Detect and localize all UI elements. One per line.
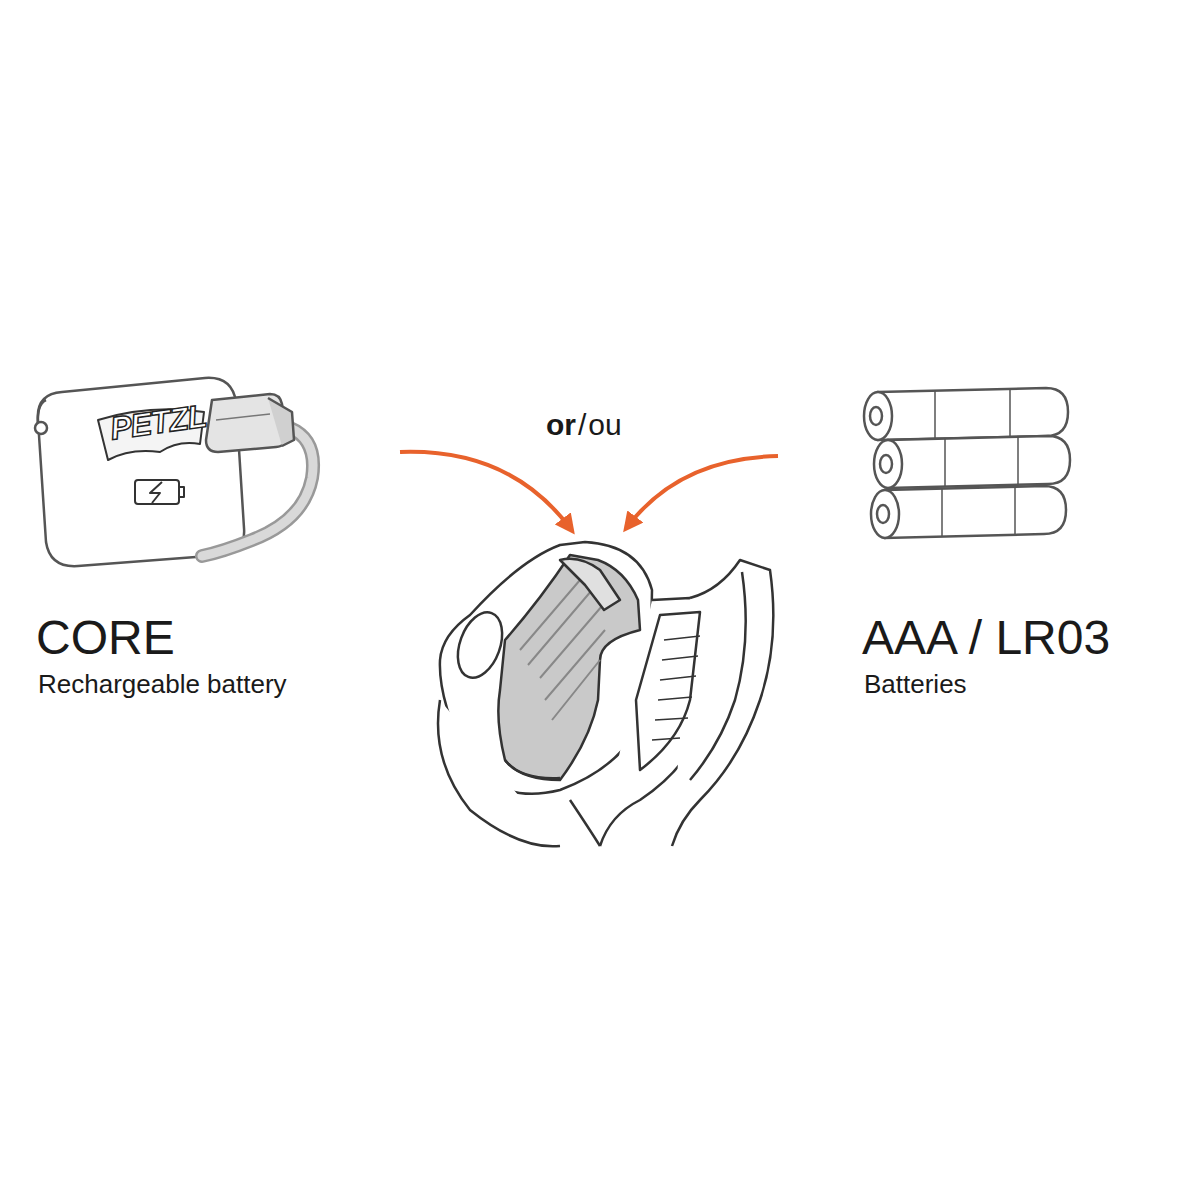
product-name: AAA / LR03 bbox=[862, 612, 1110, 665]
product-desc: Rechargeable battery bbox=[38, 670, 287, 699]
arrow bbox=[628, 456, 778, 526]
arrow bbox=[400, 452, 570, 528]
core-battery bbox=[35, 378, 313, 566]
headlamp bbox=[438, 542, 773, 846]
product-desc: Batteries bbox=[864, 670, 967, 699]
aaa-batteries bbox=[864, 388, 1070, 538]
product-name: CORE bbox=[36, 612, 175, 665]
or-text: or bbox=[546, 408, 576, 441]
slash: / bbox=[578, 408, 586, 441]
ou-text: ou bbox=[588, 408, 621, 441]
